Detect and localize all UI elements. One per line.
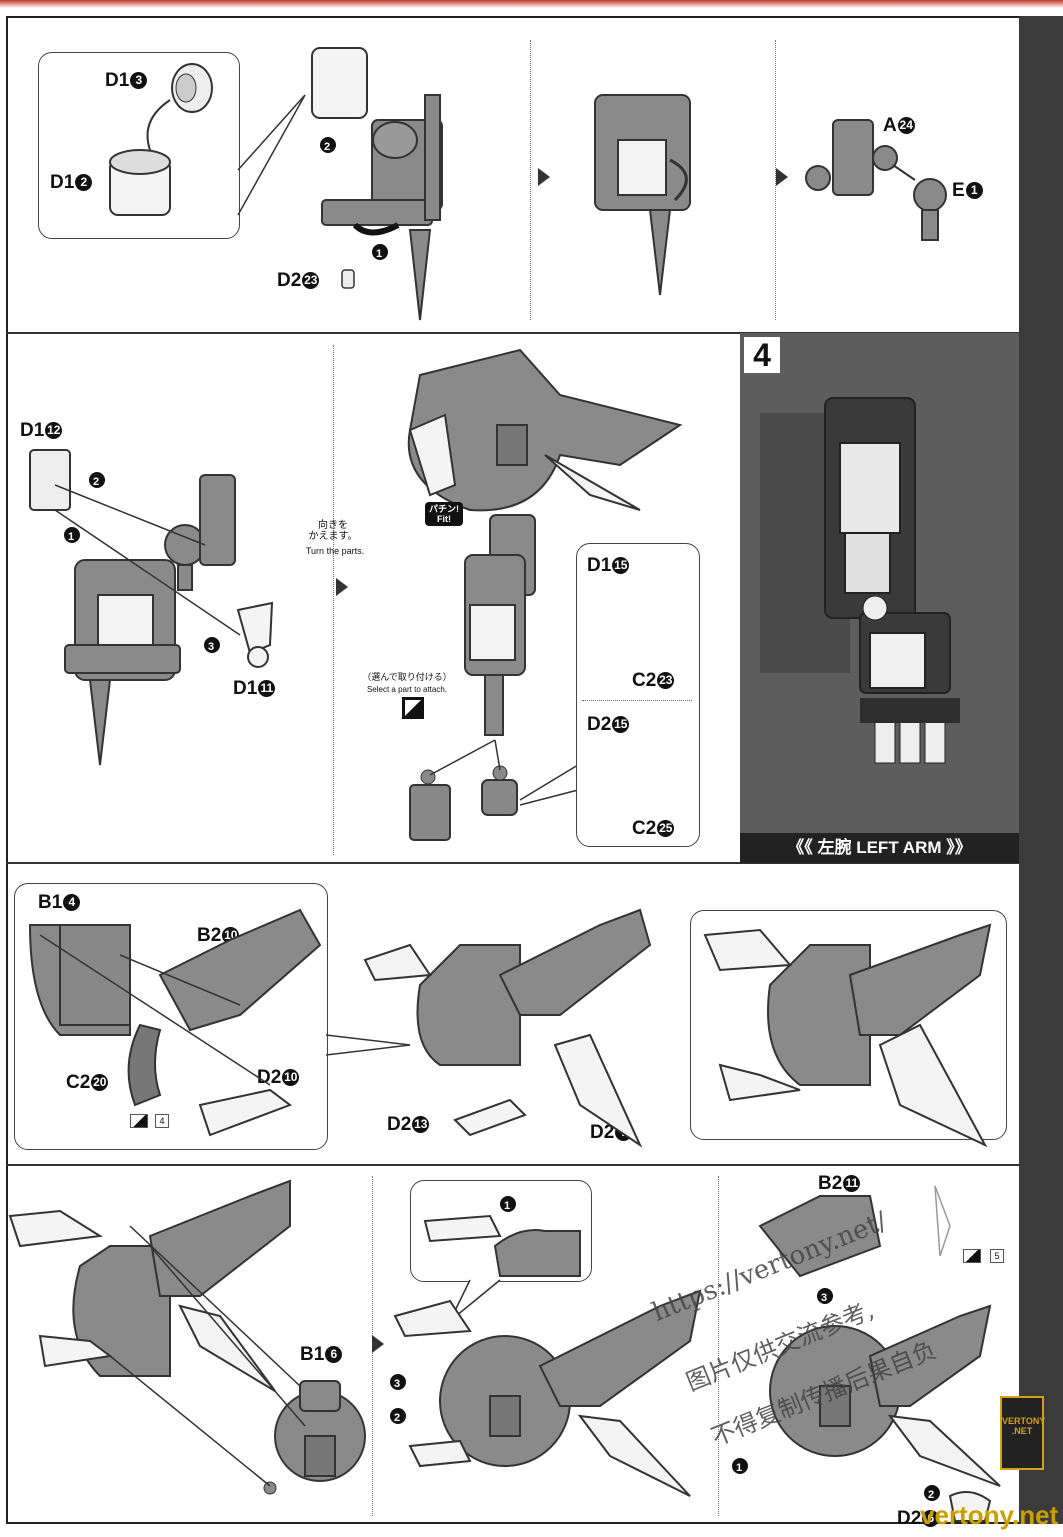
step-number: 4 xyxy=(744,337,780,373)
part-d2-10-claw xyxy=(198,1088,293,1137)
reference-icon xyxy=(130,1114,148,1128)
part-shield-final: 3 1 2 xyxy=(732,1185,1001,1522)
svg-text:2: 2 xyxy=(928,1489,934,1501)
svg-text:2: 2 xyxy=(324,141,330,153)
divider-row1-b xyxy=(775,40,776,320)
part-base-stand: 2 1 xyxy=(311,47,443,321)
part-base-tower xyxy=(64,559,181,766)
flow-arrow-1 xyxy=(538,168,550,186)
note-select-en: Select a part to attach. xyxy=(366,685,448,694)
flow-arrow-3 xyxy=(372,1335,384,1353)
svg-text:1: 1 xyxy=(736,1462,742,1474)
note-select-jp: （選んで取り付ける） xyxy=(362,672,452,682)
step4-arm-illustration xyxy=(760,397,960,764)
part-d1-12-panel xyxy=(29,449,71,511)
row2-drawings: 2 1 3 xyxy=(29,348,683,841)
flow-arrow-turn xyxy=(336,578,348,596)
arrow-callout xyxy=(146,99,171,151)
part-d1-11-shield xyxy=(236,601,274,668)
note-turn-jp: 向きを かえます。 xyxy=(308,520,358,542)
svg-text:3: 3 xyxy=(821,1292,827,1304)
part-arm-column xyxy=(464,514,536,736)
note-turn-en: Turn the parts. xyxy=(305,546,365,556)
flow-arrow-2 xyxy=(776,168,788,186)
part-d1-2-cylinder xyxy=(109,149,171,216)
step-caption: 《《 左腕 LEFT ARM 》》 xyxy=(740,833,1019,863)
step4-left-arm-panel: 4 《《 左腕 LEFT ARM 》》 xyxy=(740,333,1019,863)
part-shoulder-shield xyxy=(407,348,683,512)
top-red-edge xyxy=(0,0,1063,8)
right-margin-bar xyxy=(1019,16,1063,1524)
row1-drawings: 2 1 xyxy=(109,47,947,321)
separator-1 xyxy=(6,332,1019,334)
part-shield-front xyxy=(8,1179,291,1392)
svg-text:1: 1 xyxy=(504,1200,510,1212)
hand-options-divider xyxy=(582,700,692,701)
svg-text:3: 3 xyxy=(208,641,214,653)
fit-jp: パチン! xyxy=(429,504,459,514)
part-c2-20-half xyxy=(127,1023,162,1107)
page-frame xyxy=(6,16,1019,1524)
svg-text:1: 1 xyxy=(68,531,74,543)
separator-2 xyxy=(6,862,1019,864)
part-shield-complete xyxy=(703,923,992,1148)
divider-row2 xyxy=(333,345,334,855)
row3-drawings xyxy=(28,908,992,1148)
watermark-site: vertony.net xyxy=(920,1500,1059,1530)
part-a-e-joint xyxy=(805,119,947,241)
reference-icon-2 xyxy=(963,1249,981,1263)
part-base-assembled xyxy=(594,94,691,296)
reference-page-5: 5 xyxy=(990,1249,1004,1263)
separator-3 xyxy=(6,1164,1019,1166)
part-d1-3-cap xyxy=(171,63,213,113)
row4-drawings: 1 3 2 3 1 2 xyxy=(8,1179,1001,1522)
part-hand-fist xyxy=(481,765,518,816)
callout-pointer xyxy=(237,94,306,216)
part-hand-open xyxy=(409,769,451,841)
part-ball-joint xyxy=(164,474,236,591)
part-b2-10-wing xyxy=(158,908,322,1032)
fit-badge: パチン!Fit! xyxy=(425,502,463,526)
svg-text:2: 2 xyxy=(394,1412,400,1424)
divider-row4-b xyxy=(718,1176,719,1516)
part-shield-midassembly xyxy=(363,908,652,1148)
reference-page-4: 4 xyxy=(155,1114,169,1128)
divider-row1-a xyxy=(530,40,531,320)
part-b1-6-cover xyxy=(263,1380,366,1495)
fit-en: Fit! xyxy=(437,514,451,524)
part-b1-4-frame xyxy=(28,924,131,1036)
vertony-logo: VERTONY .NET xyxy=(1000,1396,1045,1470)
part-shield-hinged: 3 2 xyxy=(390,1289,702,1497)
svg-text:2: 2 xyxy=(93,476,99,488)
svg-text:1: 1 xyxy=(376,248,382,260)
svg-text:3: 3 xyxy=(394,1378,400,1390)
hand-options-box xyxy=(576,543,700,847)
